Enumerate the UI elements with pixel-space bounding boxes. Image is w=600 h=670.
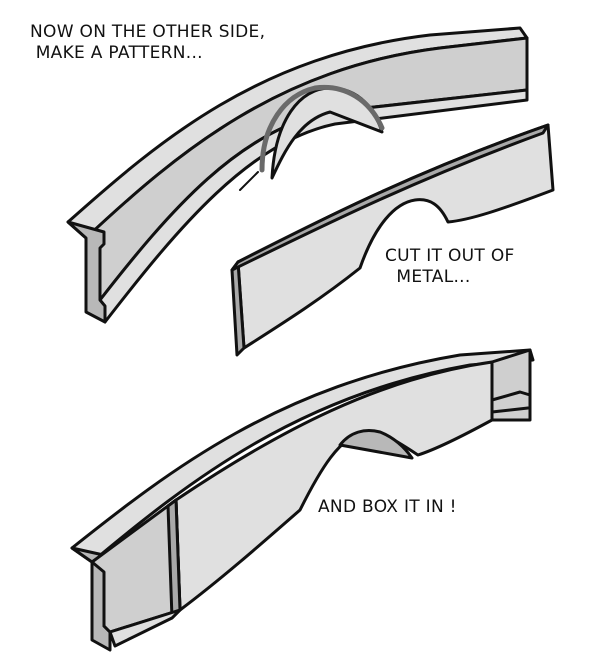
caption-make-pattern-line1: NOW ON THE OTHER SIDE, [30,22,266,42]
caption-cut-metal-line1: CUT IT OUT OF [385,246,515,266]
caption-make-pattern-line2: MAKE A PATTERN... [30,43,203,63]
caption-make-pattern: NOW ON THE OTHER SIDE, MAKE A PATTERN... [30,22,265,64]
caption-cut-metal: CUT IT OUT OF METAL... [385,246,515,288]
rail1-bottom-flange [98,88,529,324]
rail2-box-plate [174,360,494,612]
rail1-end-profile [66,220,107,324]
pattern-outline [259,84,385,173]
caption-cut-metal-line2: METAL... [385,267,471,287]
rail2-arch-opening [338,429,414,460]
frame-rail-with-pattern [66,26,529,324]
boxed-frame-rail [70,348,535,652]
cut-metal-plate [230,123,555,357]
rail2-bottom-flange [108,608,182,648]
plate-top-edge [230,123,550,272]
caption-box-it-in: AND BOX IT IN ! [318,497,457,518]
caption-box-it-in-text: AND BOX IT IN ! [318,497,457,517]
